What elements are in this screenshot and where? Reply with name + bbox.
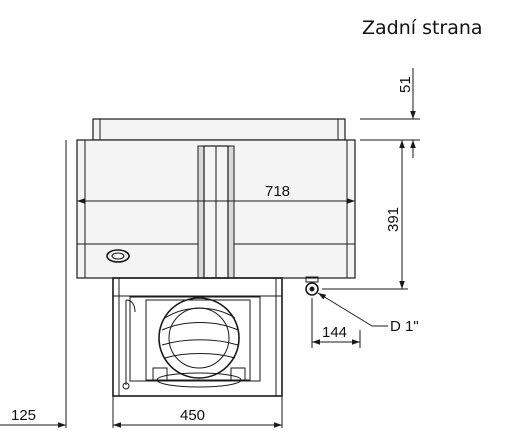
dimension-125-label: 125 [11, 407, 36, 424]
dimension-144-label: 144 [322, 324, 347, 341]
drawing-title: Zadní strana [362, 17, 483, 39]
connection-leader: D 1" [317, 292, 419, 335]
compressor-unit-icon [122, 296, 261, 390]
dimension-450-label: 450 [180, 407, 205, 424]
dimension-391-label: 391 [385, 207, 402, 232]
dimension-718-label: 718 [265, 183, 290, 200]
dimension-51-label: 51 [397, 76, 414, 93]
dimension-51: 51 [397, 68, 416, 158]
dimension-450: 450 [113, 407, 282, 428]
unit-body [76, 139, 356, 279]
compressor-housing [112, 277, 283, 397]
drain-knob-icon [106, 249, 130, 263]
water-connection-icon [305, 276, 319, 296]
connection-label: D 1" [390, 318, 419, 335]
dimension-718: 718 [77, 183, 355, 204]
top-lid [92, 118, 346, 141]
dimension-125: 125 [0, 407, 66, 428]
dimension-391: 391 [385, 140, 405, 289]
dimension-144: 144 [312, 324, 361, 348]
